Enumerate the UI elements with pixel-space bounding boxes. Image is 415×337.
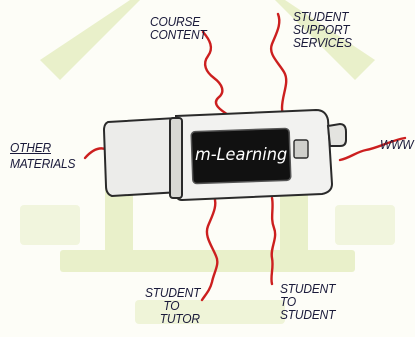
connector-student-to-tutor xyxy=(200,194,219,302)
label-student-to-tutor: STUDENT TO TUTOR xyxy=(145,286,200,325)
label-www-line-1: WWW xyxy=(380,137,414,152)
label-student-to-student-line-1: STUDENT xyxy=(280,281,336,296)
label-other-materials-line-2: MATERIALS xyxy=(10,156,76,171)
label-student-to-student-line-3: STUDENT xyxy=(280,307,336,322)
watermark-block-left xyxy=(20,205,80,245)
label-student-support-services-line-1: STUDENT xyxy=(293,9,349,24)
label-other-materials-line-1: OTHER xyxy=(10,140,51,155)
watermark-band xyxy=(135,300,285,324)
label-student-to-tutor-line-3: TUTOR xyxy=(159,311,200,326)
device-hinge xyxy=(169,117,183,199)
label-student-support-services-line-2: SUPPORT xyxy=(293,22,350,37)
label-student-support-services-line-3: SERVICES xyxy=(293,35,352,50)
watermark-tower-left xyxy=(105,185,133,265)
label-student-to-student-line-2: TO xyxy=(280,294,297,309)
watermark-block-right xyxy=(335,205,395,245)
label-course-content-line-1: COURSE xyxy=(150,14,201,29)
label-student-to-student: STUDENT TO STUDENT xyxy=(280,282,335,321)
device-side-button xyxy=(326,122,347,147)
label-course-content: COURSE CONTENT xyxy=(150,15,207,41)
device-lid xyxy=(102,116,182,198)
label-other-materials: OTHER MATERIALS xyxy=(10,140,75,172)
device-key-slot xyxy=(293,139,309,159)
label-student-to-tutor-line-2: TO xyxy=(163,298,180,313)
label-course-content-line-2: CONTENT xyxy=(150,27,207,42)
watermark-base xyxy=(60,250,355,272)
mobile-device xyxy=(102,108,347,202)
label-student-to-tutor-line-1: STUDENT xyxy=(145,285,201,300)
label-www: WWW xyxy=(380,137,414,152)
connector-student-to-student xyxy=(270,196,277,286)
watermark-tower-right xyxy=(280,185,308,265)
label-student-support-services: STUDENT SUPPORT SERVICES xyxy=(293,10,352,49)
device-screen xyxy=(190,127,292,185)
watermark-roof-left xyxy=(40,0,140,80)
connector-course-content xyxy=(201,30,232,118)
connector-student-support xyxy=(269,12,288,124)
watermark-roof-right xyxy=(275,0,375,80)
connector-www xyxy=(338,136,407,162)
device-screen-text: m-Learning xyxy=(195,145,288,165)
